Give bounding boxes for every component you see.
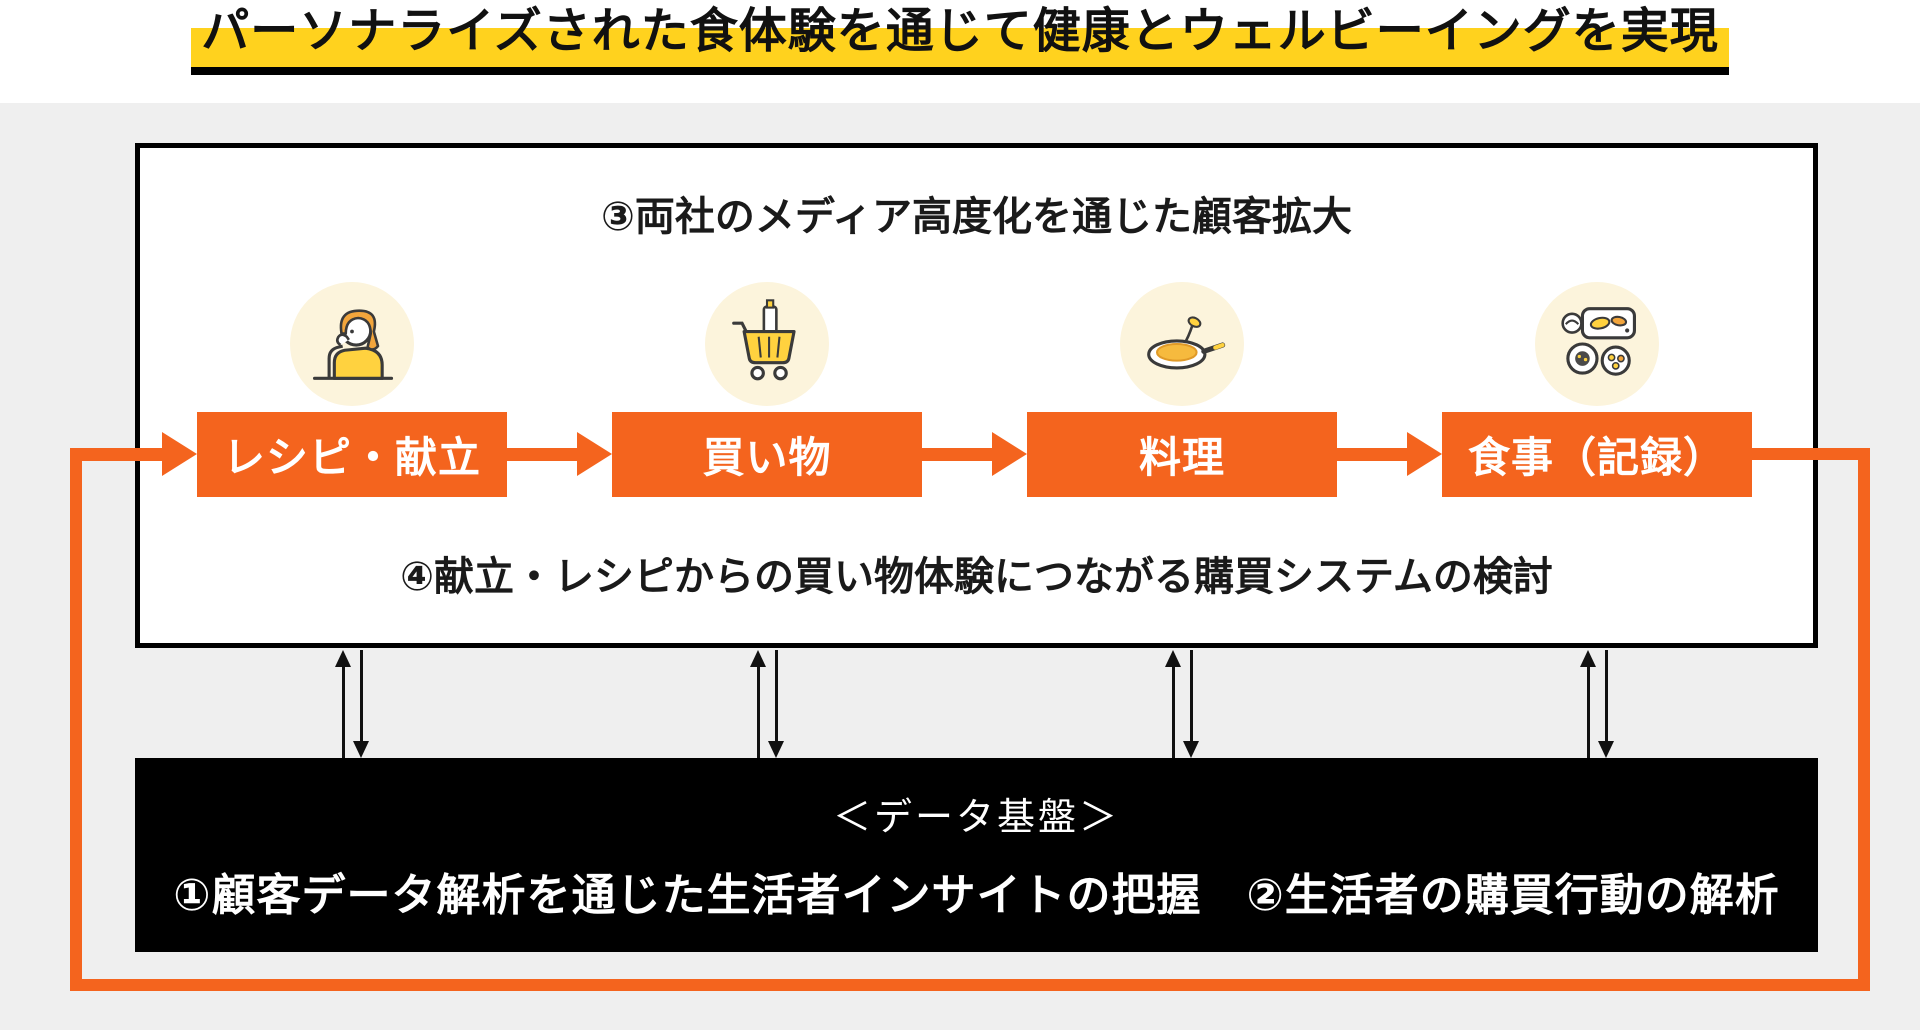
person-thinking-icon [313, 309, 394, 380]
flow-arrow-right-icon [507, 432, 612, 476]
meal-record-icon [1535, 282, 1659, 406]
frying-pan-icon [1120, 282, 1244, 406]
flow-panel-bottom-heading: ④献立・レシピからの買い物体験につながる購買システムの検討 [400, 555, 1553, 599]
frying-pan-icon [1147, 316, 1226, 370]
page-title-text: パーソナライズされた食体験を通じて健康とウェルビーイングを実現 [191, 0, 1729, 75]
data-platform-items: ①顧客データ解析を通じた生活者インサイトの把握 ②生活者の購買行動の解析 [173, 871, 1780, 920]
flow-arrow-right-icon [1337, 432, 1442, 476]
double-arrow-icon [335, 650, 369, 758]
step-box-shopping: 買い物 [612, 412, 922, 497]
page-title: パーソナライズされた食体験を通じて健康とウェルビーイングを実現 [0, 0, 1920, 75]
flow-arrow-right-icon [922, 432, 1027, 476]
step-box-cooking: 料理 [1027, 412, 1337, 497]
loop-line-top-right [1752, 448, 1870, 460]
shopping-cart-icon [732, 299, 796, 381]
shopping-cart-icon [705, 282, 829, 406]
data-platform-heading: ＜データ基盤＞ [832, 797, 1120, 839]
step-label: レシピ・献立 [222, 434, 481, 481]
step-box-recipe-menu: レシピ・献立 [197, 412, 507, 497]
loop-line-bottom [70, 979, 1870, 991]
step-label: 食事（記録） [1467, 434, 1726, 481]
double-arrow-icon [1165, 650, 1199, 758]
flow-panel [135, 143, 1818, 648]
step-label: 料理 [1138, 434, 1225, 481]
person-thinking-icon [290, 282, 414, 406]
loop-line-left [70, 448, 82, 991]
data-platform-panel: ＜データ基盤＞ ①顧客データ解析を通じた生活者インサイトの把握 ②生活者の購買行… [135, 758, 1818, 952]
step-label: 買い物 [702, 434, 832, 481]
loop-line-right [1858, 448, 1870, 991]
meal-record-icon [1561, 307, 1636, 376]
flow-panel-top-heading: ③両社のメディア高度化を通じた顧客拡大 [600, 195, 1353, 239]
loop-entry-arrow-icon [70, 432, 197, 476]
double-arrow-icon [1580, 650, 1614, 758]
step-box-meal-record: 食事（記録） [1442, 412, 1752, 497]
double-arrow-icon [750, 650, 784, 758]
